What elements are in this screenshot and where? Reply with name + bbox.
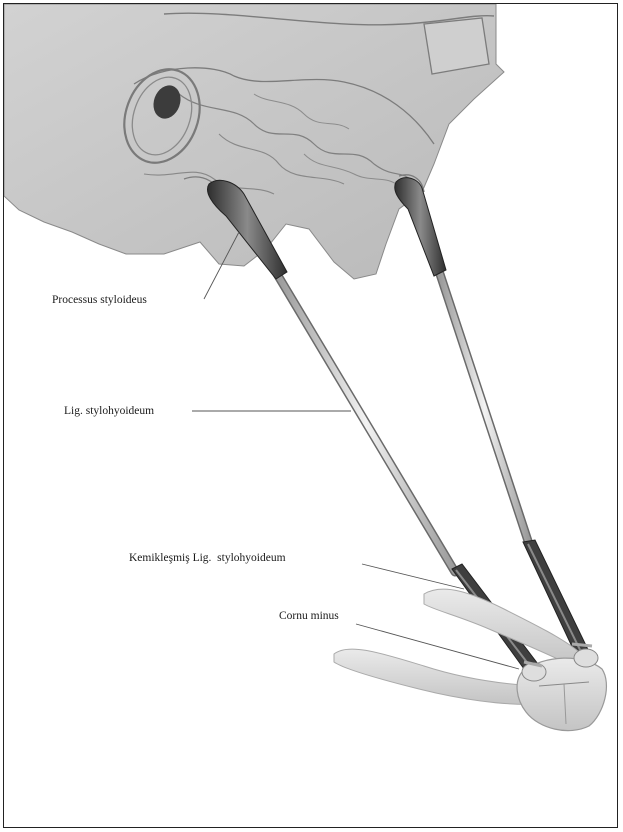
label-processus-styloideus: Processus styloideus [52, 295, 147, 307]
label-cornu-minus: Cornu minus [279, 611, 339, 623]
label-kemiklesmis-lig-stylohyoideum: Kemikleşmiş Lig. stylohyoideum [129, 553, 286, 565]
diagram-frame: Processus styloideus Lig. stylohyoideum … [3, 3, 618, 828]
label-lig-stylohyoideum: Lig. stylohyoideum [64, 406, 154, 418]
